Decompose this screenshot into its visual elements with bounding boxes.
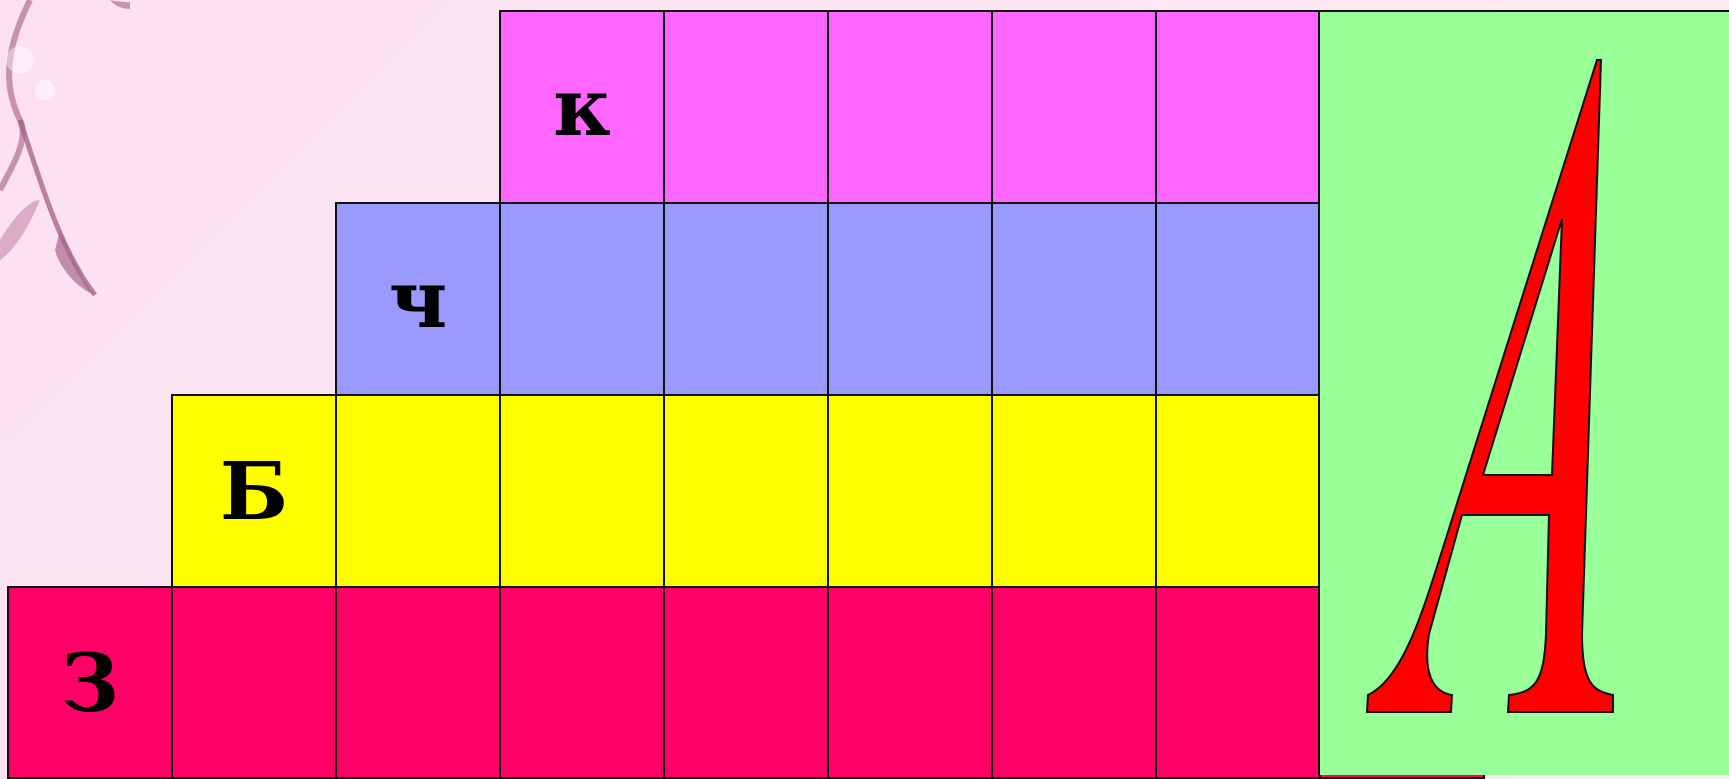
crossword-cell[interactable] bbox=[663, 202, 829, 396]
crossword-cell[interactable] bbox=[1155, 394, 1321, 588]
crossword-cell[interactable] bbox=[827, 586, 993, 779]
crossword-cell[interactable] bbox=[499, 394, 665, 588]
crossword-cell[interactable] bbox=[991, 586, 1157, 779]
row-3-first-letter-cell[interactable]: Б bbox=[171, 394, 337, 588]
crossword-cell[interactable] bbox=[499, 202, 665, 396]
big-letter-graphic bbox=[1320, 12, 1729, 777]
row-2-first-letter-cell[interactable]: ч bbox=[335, 202, 501, 396]
crossword-cell[interactable] bbox=[991, 394, 1157, 588]
crossword-cell[interactable] bbox=[827, 202, 993, 396]
crossword-cell[interactable] bbox=[991, 10, 1157, 204]
crossword-cell[interactable] bbox=[171, 586, 337, 779]
crossword-cell[interactable] bbox=[663, 394, 829, 588]
crossword-cell[interactable] bbox=[1155, 10, 1321, 204]
row-4-first-letter-cell[interactable]: З bbox=[7, 586, 173, 779]
crossword-cell[interactable] bbox=[1155, 586, 1321, 779]
crossword-cell[interactable] bbox=[335, 394, 501, 588]
crossword-cell[interactable] bbox=[499, 586, 665, 779]
answer-panel bbox=[1318, 10, 1729, 775]
crossword-cell[interactable] bbox=[663, 586, 829, 779]
crossword-cell[interactable] bbox=[827, 394, 993, 588]
crossword-cell[interactable] bbox=[663, 10, 829, 204]
crossword-cell[interactable] bbox=[1155, 202, 1321, 396]
crossword-cell[interactable] bbox=[335, 586, 501, 779]
big-letter-a bbox=[1367, 60, 1613, 712]
crossword-cell[interactable] bbox=[991, 202, 1157, 396]
crossword-cell[interactable] bbox=[827, 10, 993, 204]
row-1-first-letter-cell[interactable]: к bbox=[499, 10, 665, 204]
